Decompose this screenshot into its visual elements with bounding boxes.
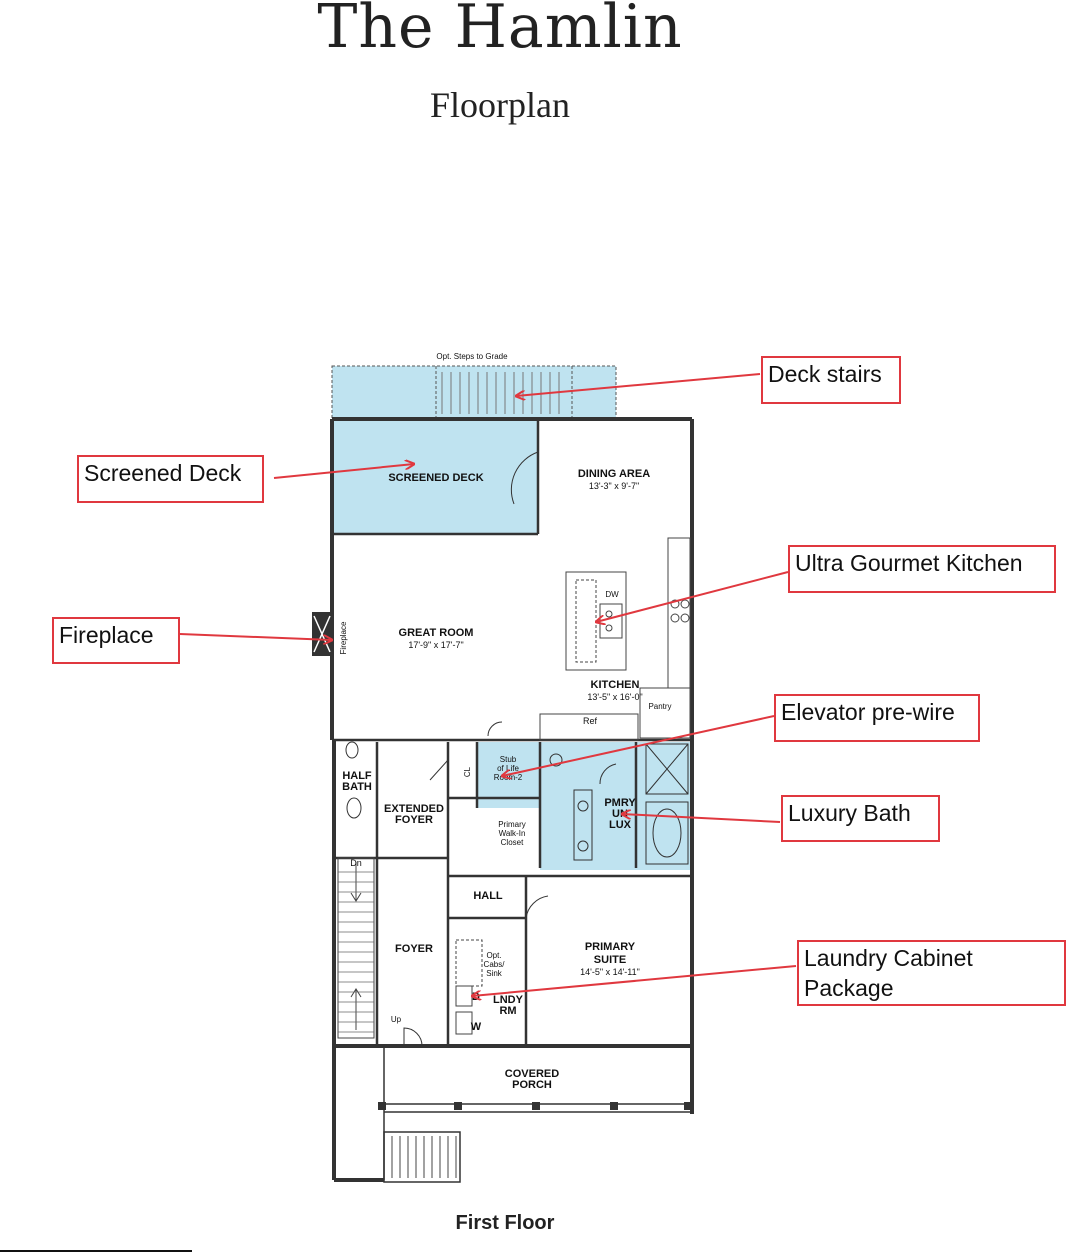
opt-cabs-label-3: Sink [486,969,503,978]
kitchen-size: 13'-5" x 16'-0" [587,692,642,702]
pmry-label-3: LUX [609,819,632,831]
screened-deck-arrow [273,464,414,479]
fireplace-arrow [179,633,332,640]
opt-cabs-label-2: Cabs/ [484,960,506,969]
covered-porch-label-2: PORCH [512,1079,552,1091]
callout-laundry-line1: Laundry Cabinet [804,945,973,971]
interior-stairs [337,857,375,1039]
fireplace-label: Fireplace [339,621,348,654]
great-room-label: GREAT ROOM [399,627,474,639]
elevator-arrow [502,715,775,776]
laundry-appliances [455,939,483,1035]
screened-deck-label: SCREENED DECK [388,472,483,484]
page-title: The Hamlin [317,0,683,62]
dining-area-size: 13'-3" x 9'-7" [589,481,639,491]
great-room-size: 17'-9" x 17'-7" [408,640,463,650]
foyer-label: FOYER [395,943,433,955]
pmry-label-1: PMRY [604,797,636,809]
kitchen-arrow [596,571,789,622]
deck-stairs-highlight [332,366,616,418]
dn-label: Dn [350,858,362,868]
pantry-label: Pantry [648,702,671,711]
extended-foyer-label-1: EXTENDED [384,803,444,815]
hall-label: HALL [473,890,503,902]
walk-in-label-1: Primary [498,820,526,829]
floor-caption: First Floor [455,1212,555,1234]
callout-laundry-line2: Package [804,974,894,1001]
callout-screened-deck: Screened Deck [77,455,264,503]
covered-porch-outline [383,1046,692,1183]
washer-label: W [471,1021,482,1033]
callout-arrows [179,373,797,996]
steps-label: Opt. Steps to Grade [436,352,508,361]
closet-label: CL [463,766,472,777]
dw-label: DW [605,590,619,599]
primary-suite-label-1: PRIMARY [585,941,636,953]
up-label: Up [391,1015,402,1024]
half-bath-label-1: HALF [342,770,372,782]
bath-fixtures [345,741,689,865]
porch-posts [378,1102,692,1110]
callout-elevator: Elevator pre-wire [774,694,980,742]
pmry-bath-highlight [540,742,690,870]
stub-label-2: of Life [497,764,519,773]
walk-in-label-2: Walk-In [499,829,526,838]
half-bath-label-2: BATH [342,781,372,793]
callout-luxury-bath: Luxury Bath [781,795,940,842]
luxury-bath-arrow [622,814,781,823]
footer-rule [0,1250,192,1252]
deck-stairs-arrow [516,373,761,396]
callout-deck-stairs: Deck stairs [761,356,901,404]
front-stair-treads [391,1136,457,1178]
laundry-arrow [472,965,797,996]
door-swings [403,451,617,1047]
lndy-label-2: RM [499,1005,516,1017]
primary-suite-size: 14'-5" x 14'-11" [580,967,640,977]
walk-in-label-3: Closet [501,838,524,847]
ref-label: Ref [583,716,598,726]
page-subtitle: Floorplan [430,85,570,125]
stub-label-1: Stub [500,755,517,764]
callout-fireplace: Fireplace [52,617,180,664]
fireplace-symbol [312,612,332,656]
callout-laundry: Laundry Cabinet Package [797,940,1066,1006]
kitchen-label: KITCHEN [591,679,640,691]
callout-kitchen: Ultra Gourmet Kitchen [788,545,1056,593]
primary-suite-label-2: SUITE [594,954,626,966]
opt-cabs-label-1: Opt. [486,951,501,960]
screened-deck-highlight [333,420,539,534]
covered-porch-label-1: COVERED [505,1068,559,1080]
interior-stair-treads [338,871,374,1033]
dining-area-label: DINING AREA [578,468,650,480]
lndy-label-1: LNDY [493,994,524,1006]
kitchen-counters [539,537,691,741]
dryer-label: D [472,991,480,1003]
extended-foyer-label-2: FOYER [395,814,433,826]
